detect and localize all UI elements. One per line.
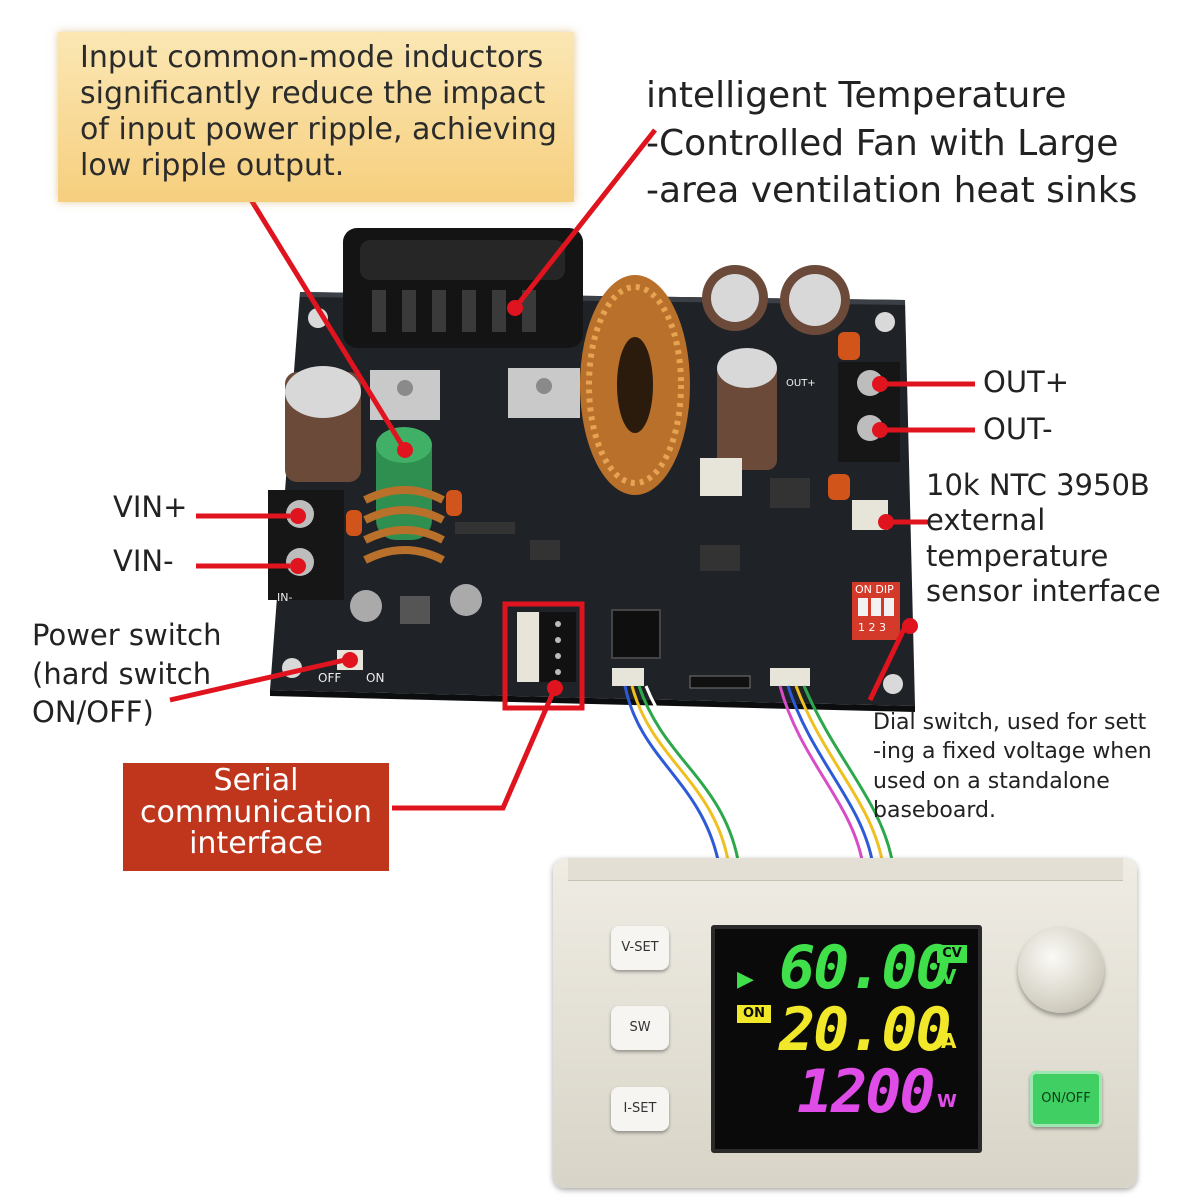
dip-numbers-label: 1 2 3 <box>858 621 886 634</box>
dip-switch <box>852 582 900 640</box>
out-plus-label: OUT+ <box>983 365 1070 399</box>
v-set-button[interactable]: V-SET <box>611 926 669 970</box>
ntc-callout-text: 10k NTC 3950B external temperature senso… <box>926 468 1161 609</box>
vin-minus-label: VIN- <box>113 544 174 578</box>
voltage-readout: 60.00 <box>779 933 952 1003</box>
current-readout: 20.00 <box>779 995 952 1065</box>
on-status-badge: ON <box>737 1005 771 1023</box>
output-inductor <box>580 275 690 495</box>
speaker-icon: ▶ <box>737 967 754 992</box>
out-terminals <box>838 362 900 462</box>
voltage-unit: V <box>941 965 957 989</box>
electrolytic-capacitors <box>285 265 850 482</box>
power-switch-callout-text: Power switch (hard switch ON/OFF) <box>32 618 222 730</box>
current-unit: A <box>941 1029 957 1053</box>
cv-badge: CV <box>937 945 967 963</box>
fan-callout-text: intelligent Temperature -Controlled Fan … <box>646 75 1138 212</box>
controller-top-edge <box>568 858 1123 881</box>
ribbon-wires <box>623 685 894 861</box>
cooling-fan-heatsink <box>343 228 583 348</box>
vin-plus-label: VIN+ <box>113 490 188 524</box>
dip-silk-label: ON DIP <box>855 583 894 596</box>
on-silk-label: ON <box>366 671 385 685</box>
leader-lines <box>169 128 975 811</box>
out-minus-label: OUT- <box>983 412 1053 446</box>
vin-terminals <box>268 490 344 600</box>
serial-callout: Serial communication interface <box>123 763 389 871</box>
sw-button[interactable]: SW <box>611 1006 669 1050</box>
lcd-display: ▶ 60.00 CV V ON 20.00 A 1200 W <box>711 925 982 1153</box>
on-off-button[interactable]: ON/OFF <box>1030 1071 1102 1127</box>
i-set-button[interactable]: I-SET <box>611 1087 669 1131</box>
inductor-callout: Input common-mode inductors significantl… <box>58 32 574 202</box>
rotary-knob[interactable] <box>1018 927 1104 1013</box>
power-readout: 1200 <box>797 1057 935 1127</box>
out-plus-silk-label: OUT+ <box>786 378 816 389</box>
power-unit: W <box>937 1091 957 1112</box>
in-minus-silk-label: IN- <box>277 591 293 604</box>
dial-switch-callout-text: Dial switch, used for sett -ing a fixed … <box>873 710 1152 824</box>
serial-callout-text: Serial communication interface <box>139 763 372 861</box>
off-silk-label: OFF <box>318 671 342 685</box>
serial-port-highlight <box>502 601 585 711</box>
inductor-callout-text: Input common-mode inductors significantl… <box>80 40 557 183</box>
